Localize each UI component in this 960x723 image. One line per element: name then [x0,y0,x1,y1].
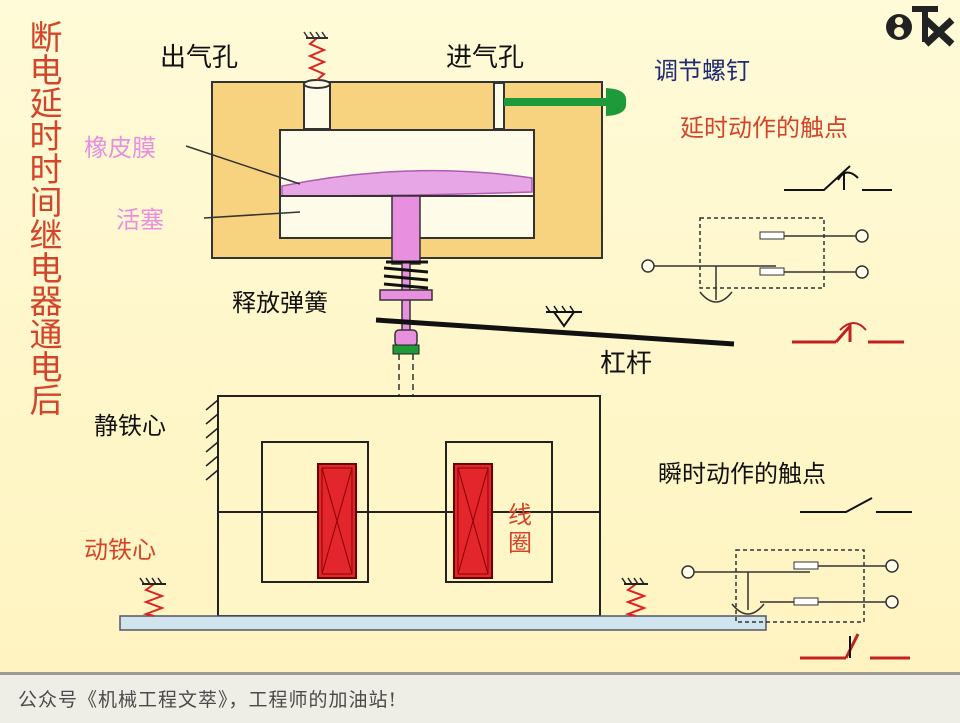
instant-contact-symbol-nc [800,633,910,660]
lever-pivot-icon [552,311,576,328]
coil-left [317,463,357,579]
coil-label-line1: 线 [508,501,532,529]
vertical-title: 断电延时时间继电器通电后 [24,20,63,416]
adjust-screw-label: 调节螺钉 [654,57,750,85]
static-core-mount-icon [205,399,219,481]
exhaust-spring-icon [307,37,327,81]
piston-label: 活塞 [116,206,164,234]
footer-text: 公众号《机械工程文萃》，工程师的加油站! [18,689,398,711]
intake-hole-label: 进气孔 [446,43,524,73]
logo-icon [886,6,955,47]
coil-label-line2: 圈 [508,529,532,557]
static-core-label: 静铁心 [94,412,166,440]
delay-contact-symbol-no [792,322,904,344]
lever [375,317,735,347]
instant-contact-label: 瞬时动作的触点 [658,460,826,488]
rubber-film-label: 橡皮膜 [84,134,156,162]
static-core [217,395,601,513]
lever-label: 杠杆 [600,349,652,379]
piston-rod [379,195,433,355]
moving-core [217,511,601,617]
coil-right [453,463,493,579]
delay-contact-symbol-nc [784,165,892,191]
right-spring-icon [624,583,647,617]
instant-contact-symbol-no [800,497,912,513]
delay-contact-label: 延时动作的触点 [680,114,848,142]
footer-bar: 公众号《机械工程文萃》，工程师的加油站! [0,672,960,723]
left-spring-icon [142,583,165,617]
instant-contact-block [681,549,899,623]
release-spring-label: 释放弹簧 [232,289,328,317]
adjust-screw [504,88,627,116]
release-spring-icon [383,260,429,290]
base-plate [119,615,767,631]
delay-contact-block [641,217,869,303]
exhaust-hole-label: 出气孔 [160,43,238,73]
moving-core-label: 动铁心 [84,536,156,564]
